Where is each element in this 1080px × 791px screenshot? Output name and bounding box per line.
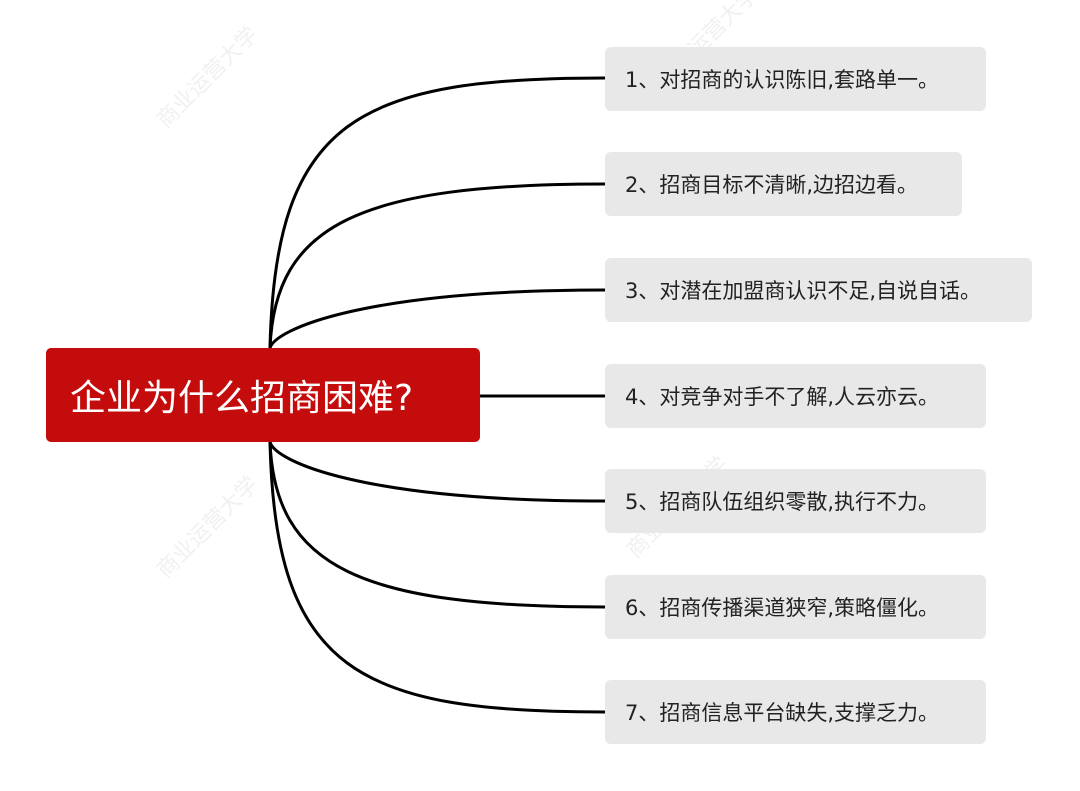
branch-node: 1、对招商的认识陈旧,套路单一。 [605, 47, 986, 111]
branch-label: 3、对潜在加盟商认识不足,自说自话。 [625, 279, 982, 303]
root-label: 企业为什么招商困难? [70, 378, 414, 419]
branch-node: 2、招商目标不清晰,边招边看。 [605, 152, 962, 216]
branch-label: 6、招商传播渠道狭窄,策略僵化。 [625, 596, 940, 620]
branch-label: 7、招商信息平台缺失,支撑乏力。 [625, 701, 940, 725]
branch-node: 3、对潜在加盟商认识不足,自说自话。 [605, 258, 1032, 322]
connector-line [268, 288, 606, 349]
root-node: 企业为什么招商困难? [46, 348, 480, 442]
branch-label: 4、对竞争对手不了解,人云亦云。 [625, 385, 940, 409]
connector-line [268, 441, 606, 609]
branch-node: 5、招商队伍组织零散,执行不力。 [605, 469, 986, 533]
connector-line [268, 441, 606, 714]
connector-line [268, 76, 606, 349]
branch-label: 5、招商队伍组织零散,执行不力。 [625, 490, 940, 514]
branch-node: 7、招商信息平台缺失,支撑乏力。 [605, 680, 986, 744]
branch-node: 4、对竞争对手不了解,人云亦云。 [605, 364, 986, 428]
connector-line [268, 182, 606, 349]
branch-label: 1、对招商的认识陈旧,套路单一。 [625, 68, 940, 92]
branch-label: 2、招商目标不清晰,边招边看。 [625, 173, 919, 197]
branch-node: 6、招商传播渠道狭窄,策略僵化。 [605, 575, 986, 639]
connector-line [268, 441, 606, 503]
